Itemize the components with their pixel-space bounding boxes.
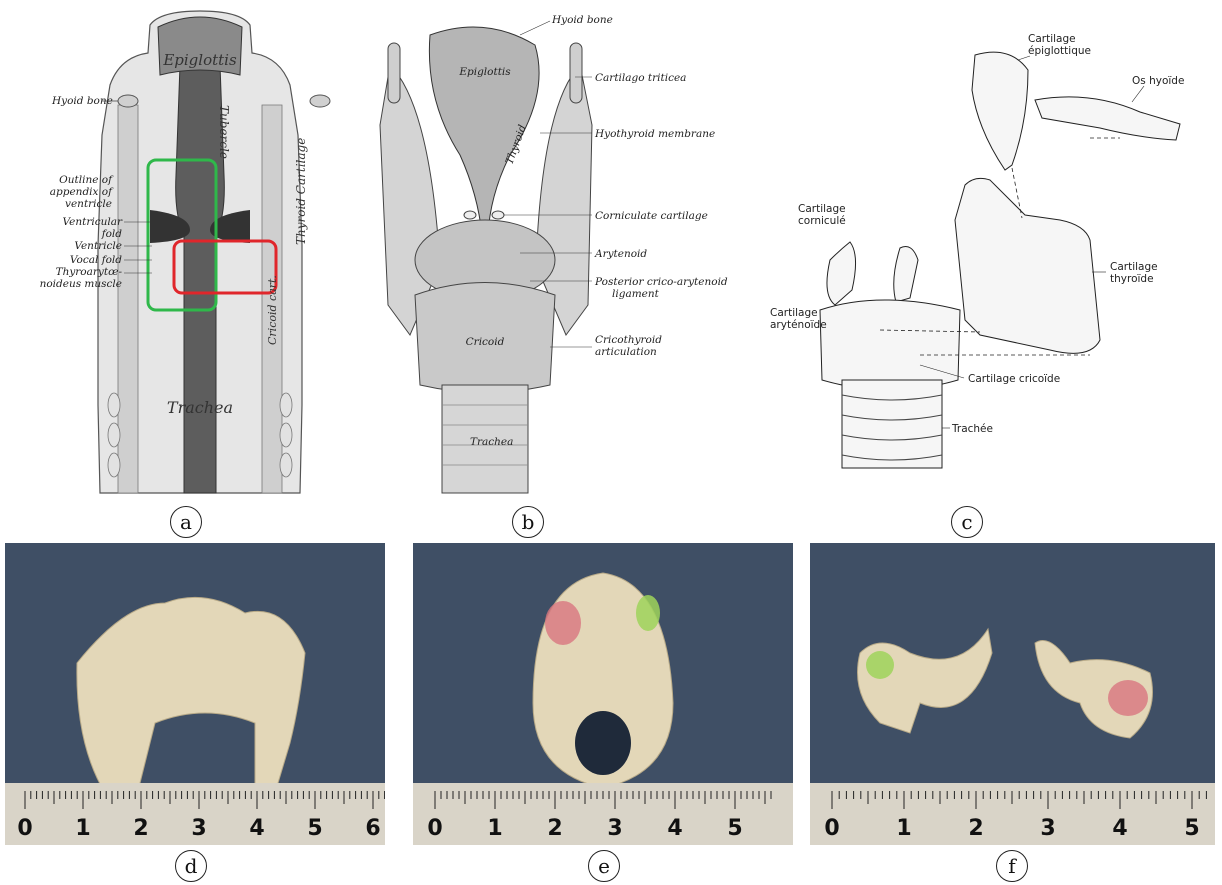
ruler-number: 2 bbox=[133, 816, 148, 841]
ruler-number: 1 bbox=[75, 816, 90, 841]
ruler-number: 4 bbox=[249, 816, 264, 841]
ruler-number: 5 bbox=[727, 816, 742, 841]
label-cricothyroid-2: articulation bbox=[595, 346, 657, 358]
label-corniculate-cartilage: Corniculate cartilage bbox=[595, 210, 708, 222]
ruler-number: 1 bbox=[487, 816, 502, 841]
label-hyoid-bone-b: Hyoid bone bbox=[551, 14, 613, 26]
ruler-number: 2 bbox=[968, 816, 983, 841]
label-cartilage-cornicule-2: corniculé bbox=[798, 215, 846, 227]
panel-label-f: f bbox=[996, 850, 1028, 882]
ruler-number: 3 bbox=[191, 816, 206, 841]
label-ventricular-1: Ventricular bbox=[63, 216, 123, 228]
panel-label-b: b bbox=[512, 506, 544, 538]
photo-arytenoid-models: 0 1 2 3 4 5 bbox=[810, 543, 1215, 845]
label-cricoid-cart: Cricoid cart. bbox=[266, 275, 279, 345]
ruler-number: 0 bbox=[427, 816, 442, 841]
label-cartilago-triticea: Cartilago triticea bbox=[595, 72, 686, 84]
label-posterior-2: ligament bbox=[612, 288, 660, 300]
panel-c-illustration: Cartilage épiglottique Os hyoïde Cartila… bbox=[760, 20, 1210, 470]
larynx-cartilages-exploded-drawing: Cartilage épiglottique Os hyoïde Cartila… bbox=[760, 20, 1210, 470]
larynx-posterior-view-drawing: Epiglottis Thyroid Cricoid Trachea Hyoid… bbox=[370, 5, 750, 495]
label-posterior-1: Posterior crico-arytenoid bbox=[594, 276, 728, 288]
panel-label-e: e bbox=[588, 850, 620, 882]
panel-a-illustration: Epiglottis Hyoid bone Tubercle Outline o… bbox=[40, 5, 360, 495]
red-articular-highlight bbox=[545, 601, 581, 645]
ruler-number: 6 bbox=[365, 816, 380, 841]
label-cricothyroid-1: Cricothyroid bbox=[595, 334, 662, 346]
ruler-number: 4 bbox=[667, 816, 682, 841]
label-thyroid-cartilage: Thyroid Cartilage bbox=[294, 138, 308, 245]
label-cartilage-epiglottique-2: épiglottique bbox=[1028, 45, 1091, 57]
label-os-hyoide: Os hyoïde bbox=[1132, 75, 1184, 87]
photo-cricoid-model: 0 1 2 3 4 5 bbox=[413, 543, 793, 845]
label-cricoid-b: Cricoid bbox=[466, 336, 505, 348]
label-cartilage-thyroide-1: Cartilage bbox=[1110, 261, 1158, 273]
label-trachea-b: Trachea bbox=[470, 436, 513, 448]
label-outline-1: Outline of bbox=[59, 174, 114, 186]
ruler-number: 0 bbox=[17, 816, 32, 841]
panel-b-illustration: Epiglottis Thyroid Cricoid Trachea Hyoid… bbox=[370, 5, 750, 495]
photo-thyroid-model: 0 1 2 3 4 5 6 bbox=[5, 543, 385, 845]
label-epiglottis-b: Epiglottis bbox=[458, 66, 511, 78]
label-tubercle: Tubercle bbox=[217, 105, 231, 159]
ruler-number: 3 bbox=[1040, 816, 1055, 841]
label-ventricle: Ventricle bbox=[74, 240, 122, 252]
ruler-number: 5 bbox=[307, 816, 322, 841]
label-thyroarytenoideus-1: Thyroarytœ- bbox=[56, 266, 123, 278]
label-trachea: Trachea bbox=[167, 398, 233, 417]
label-cartilage-arytenoide-2: aryténoïde bbox=[770, 319, 827, 331]
label-cartilage-arytenoide-1: Cartilage bbox=[770, 307, 818, 319]
thyroid-cartilage-model bbox=[77, 597, 305, 803]
label-hyothyroid-membrane: Hyothyroid membrane bbox=[594, 128, 715, 140]
larynx-coronal-section-drawing: Epiglottis Hyoid bone Tubercle Outline o… bbox=[40, 5, 360, 495]
ruler-number: 1 bbox=[896, 816, 911, 841]
ruler-number: 0 bbox=[824, 816, 839, 841]
green-articular-highlight bbox=[866, 651, 894, 679]
panel-label-d: d bbox=[175, 850, 207, 882]
label-ventricular-2: fold bbox=[101, 228, 123, 240]
panel-label-c: c bbox=[951, 506, 983, 538]
label-cartilage-epiglottique-1: Cartilage bbox=[1028, 33, 1076, 45]
label-outline-3: ventricle bbox=[65, 198, 112, 210]
label-epiglottis: Epiglottis bbox=[162, 51, 237, 69]
label-cartilage-thyroide-2: thyroïde bbox=[1110, 273, 1154, 285]
red-articular-highlight bbox=[1108, 680, 1148, 716]
panel-label-a: a bbox=[170, 506, 202, 538]
label-cartilage-cornicule-1: Cartilage bbox=[798, 203, 846, 215]
ruler-number: 3 bbox=[607, 816, 622, 841]
ruler-number: 4 bbox=[1112, 816, 1127, 841]
label-cartilage-cricoide: Cartilage cricoïde bbox=[968, 373, 1060, 385]
label-trachee: Trachée bbox=[951, 423, 993, 435]
ruler-number: 2 bbox=[547, 816, 562, 841]
label-arytenoid: Arytenoid bbox=[594, 248, 647, 260]
left-arytenoid-model bbox=[858, 629, 993, 733]
label-vocal-fold: Vocal fold bbox=[70, 254, 122, 266]
ruler-number: 5 bbox=[1184, 816, 1199, 841]
label-outline-2: appendix of bbox=[50, 186, 114, 198]
label-thyroarytenoideus-2: noideus muscle bbox=[40, 278, 122, 290]
green-articular-highlight bbox=[636, 595, 660, 631]
